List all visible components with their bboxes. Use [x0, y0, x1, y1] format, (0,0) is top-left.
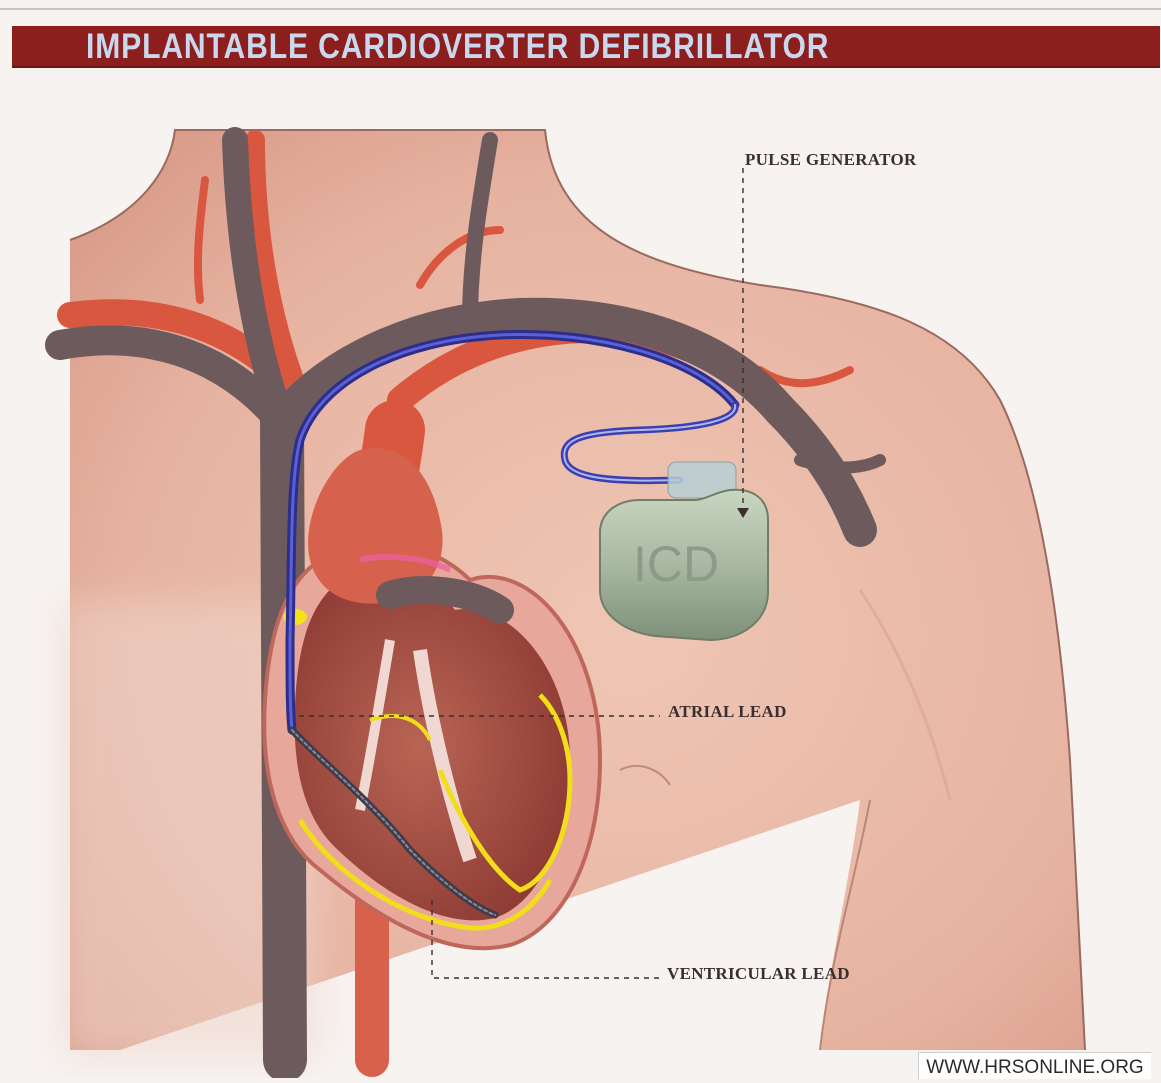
pulse-generator-label: PULSE GENERATOR [745, 150, 917, 170]
torso [60, 130, 1085, 1060]
icd-device-label: ICD [633, 536, 719, 592]
website-credit: WWW.HRSONLINE.ORG [918, 1052, 1151, 1079]
ventricular-lead-label: VENTRICULAR LEAD [667, 964, 850, 984]
atrial-lead-label: ATRIAL LEAD [668, 702, 787, 722]
